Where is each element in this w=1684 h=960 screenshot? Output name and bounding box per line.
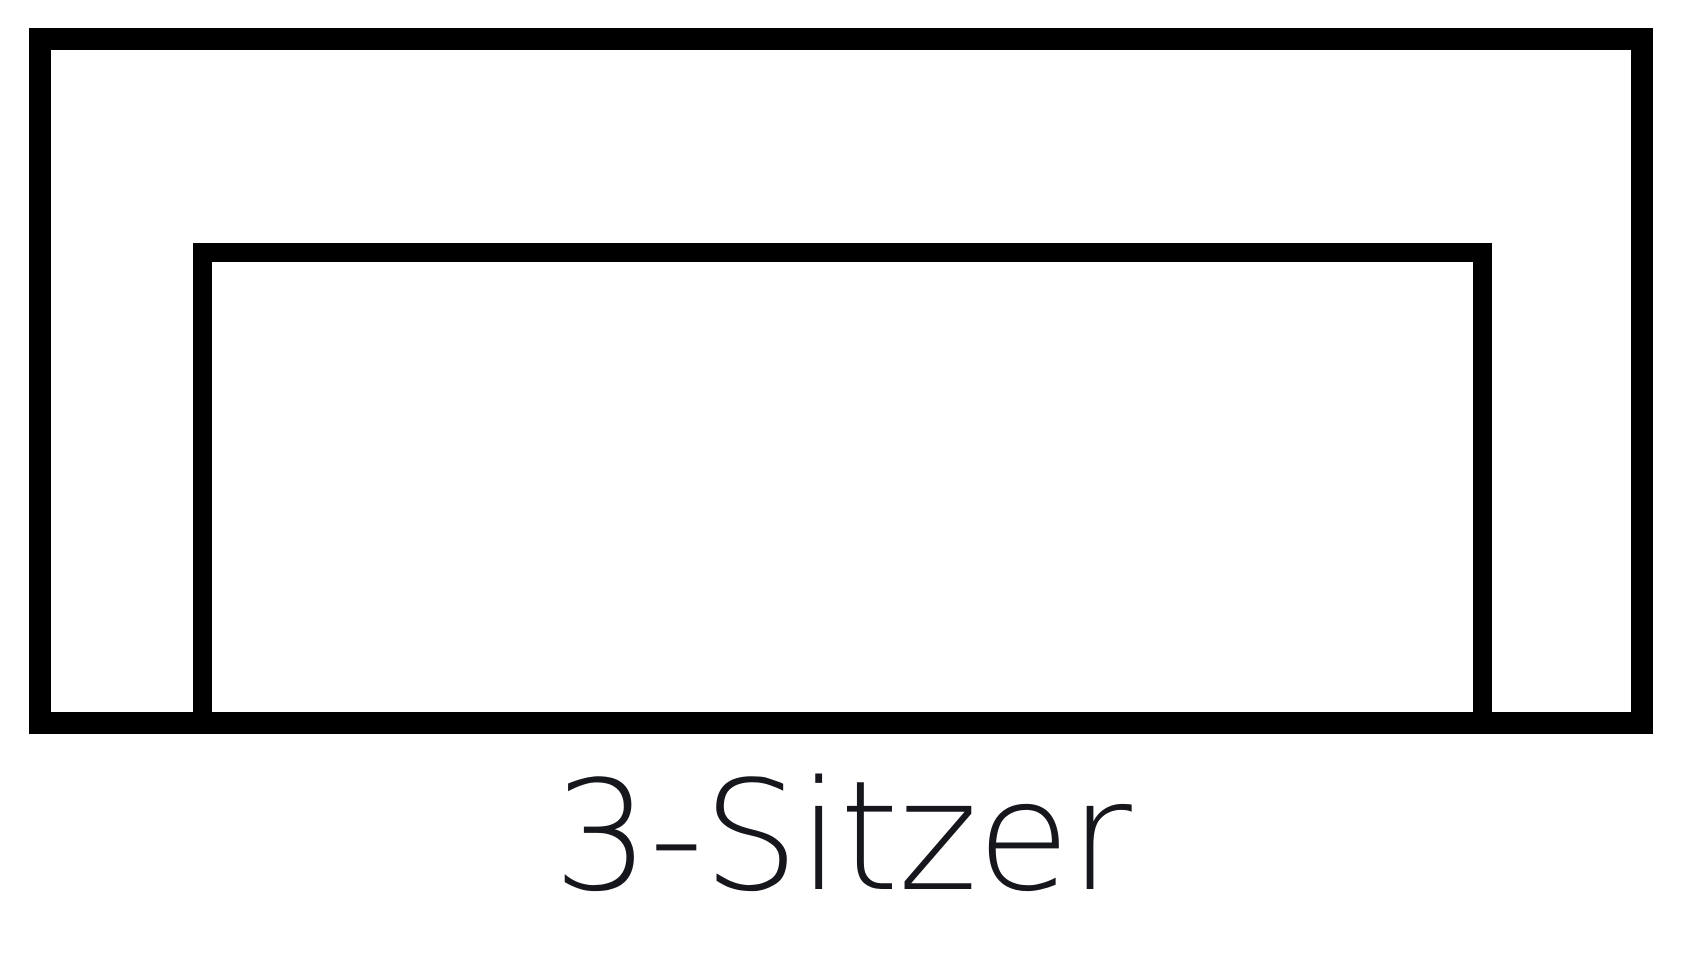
sofa-diagram bbox=[29, 28, 1653, 734]
sofa-outer-frame-shape bbox=[29, 28, 1653, 734]
pictogram-caption: 3-Sitzer bbox=[553, 748, 1132, 925]
sofa-seat-area-shape bbox=[193, 243, 1492, 712]
